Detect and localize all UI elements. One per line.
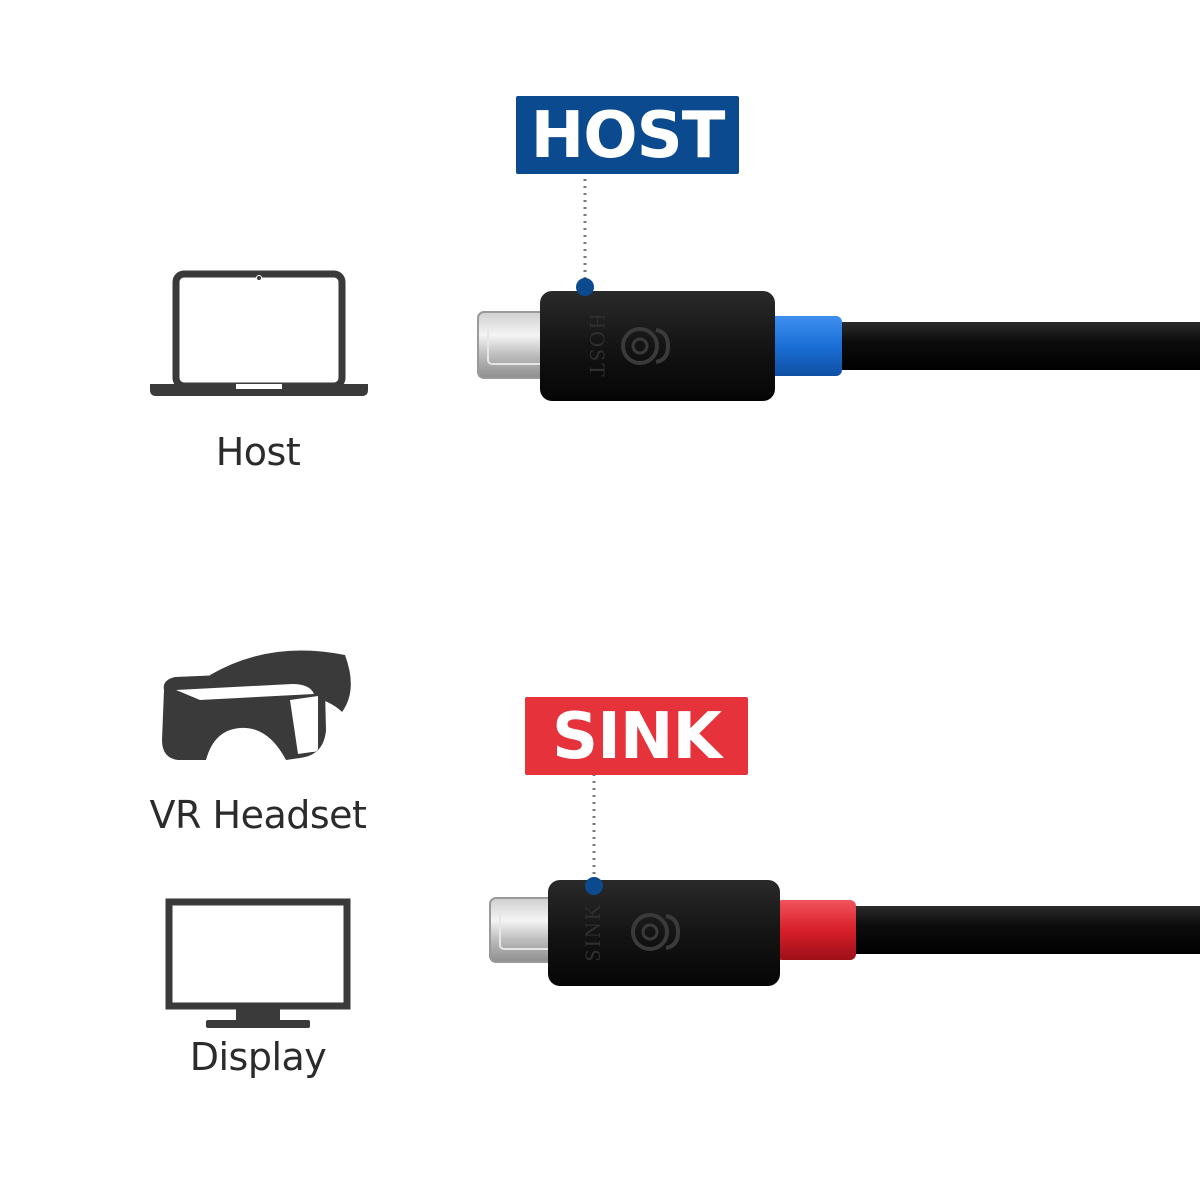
host-plug-logo [621, 327, 671, 365]
display-label: Display [189, 1035, 327, 1079]
host-plug-print: HOST [585, 313, 610, 378]
host-pointer [576, 172, 594, 296]
host-cable: HOST [477, 291, 1200, 401]
vr-headset-label: VR Headset [149, 793, 367, 837]
host-tag: HOST [516, 96, 739, 174]
sink-plug-print: SINK [580, 902, 605, 961]
sink-pointer [585, 774, 603, 895]
sink-cable: SINK [489, 880, 1200, 986]
host-label: Host [215, 430, 301, 474]
sink-plug-logo [631, 913, 681, 951]
sink-tag: SINK [525, 697, 748, 775]
laptop-icon [150, 270, 368, 396]
monitor-icon [165, 898, 351, 1028]
vr-headset-icon [162, 650, 351, 760]
